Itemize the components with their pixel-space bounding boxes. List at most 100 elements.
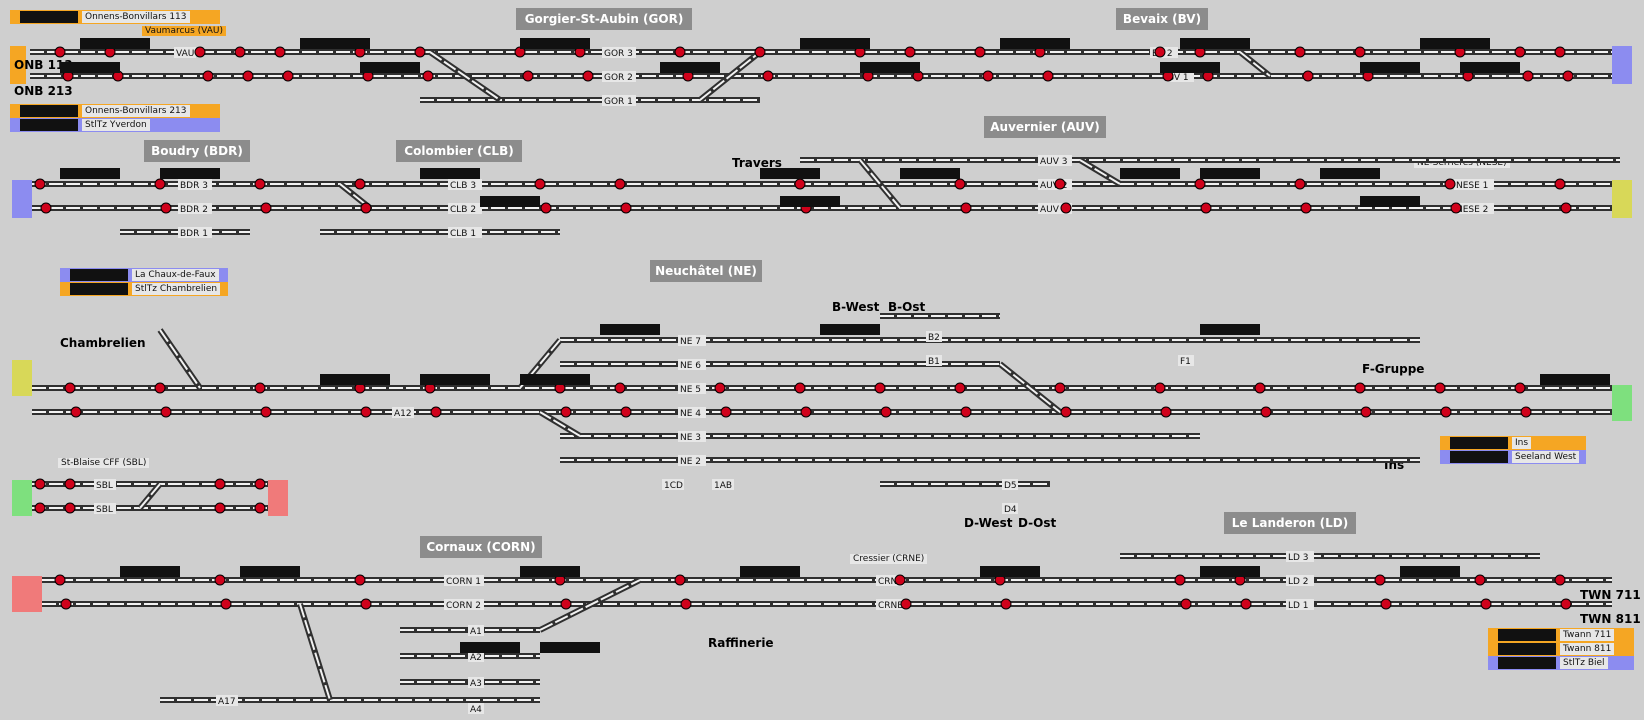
control-block[interactable] — [70, 269, 128, 281]
signal-icon[interactable] — [954, 178, 966, 190]
station-bevaix[interactable]: Bevaix (BV) — [1116, 8, 1208, 30]
signal-icon[interactable] — [154, 382, 166, 394]
signal-icon[interactable] — [614, 178, 626, 190]
signal-icon[interactable] — [1480, 598, 1492, 610]
signal-icon[interactable] — [794, 382, 806, 394]
signal-icon[interactable] — [1194, 178, 1206, 190]
block-display[interactable] — [760, 168, 820, 179]
signal-icon[interactable] — [1060, 202, 1072, 214]
station-boudry[interactable]: Boudry (BDR) — [144, 140, 250, 162]
signal-icon[interactable] — [1380, 598, 1392, 610]
block-display[interactable] — [480, 196, 540, 207]
block-display[interactable] — [1180, 38, 1250, 49]
signal-icon[interactable] — [1440, 406, 1452, 418]
signal-icon[interactable] — [254, 178, 266, 190]
signal-icon[interactable] — [1520, 406, 1532, 418]
control-block[interactable] — [1450, 451, 1508, 463]
signal-icon[interactable] — [1522, 70, 1534, 82]
signal-icon[interactable] — [1560, 202, 1572, 214]
block-display[interactable] — [60, 168, 120, 179]
signal-icon[interactable] — [800, 406, 812, 418]
signal-icon[interactable] — [894, 574, 906, 586]
signal-icon[interactable] — [354, 178, 366, 190]
block-display[interactable] — [120, 566, 180, 577]
signal-icon[interactable] — [880, 406, 892, 418]
signal-icon[interactable] — [1180, 598, 1192, 610]
signal-icon[interactable] — [60, 598, 72, 610]
signal-icon[interactable] — [64, 502, 76, 514]
signal-icon[interactable] — [1354, 46, 1366, 58]
signal-icon[interactable] — [1240, 598, 1252, 610]
signal-icon[interactable] — [220, 598, 232, 610]
signal-icon[interactable] — [522, 70, 534, 82]
control-block[interactable] — [1450, 437, 1508, 449]
signal-icon[interactable] — [34, 178, 46, 190]
signal-icon[interactable] — [1514, 46, 1526, 58]
block-display[interactable] — [360, 62, 420, 73]
block-display[interactable] — [600, 324, 660, 335]
signal-icon[interactable] — [70, 406, 82, 418]
block-display[interactable] — [660, 62, 720, 73]
signal-icon[interactable] — [1174, 574, 1186, 586]
block-display[interactable] — [60, 62, 120, 73]
block-display[interactable] — [300, 38, 370, 49]
signal-icon[interactable] — [974, 46, 986, 58]
block-display[interactable] — [80, 38, 150, 49]
signal-icon[interactable] — [54, 46, 66, 58]
signal-icon[interactable] — [160, 406, 172, 418]
block-display[interactable] — [1360, 196, 1420, 207]
signal-icon[interactable] — [234, 46, 246, 58]
signal-icon[interactable] — [194, 46, 206, 58]
station-landeron[interactable]: Le Landeron (LD) — [1224, 512, 1356, 534]
signal-icon[interactable] — [680, 598, 692, 610]
signal-icon[interactable] — [1560, 598, 1572, 610]
block-display[interactable] — [460, 642, 520, 653]
signal-icon[interactable] — [982, 70, 994, 82]
block-display[interactable] — [800, 38, 870, 49]
control-block[interactable] — [20, 11, 78, 23]
control-block[interactable] — [20, 105, 78, 117]
signal-icon[interactable] — [674, 46, 686, 58]
signal-icon[interactable] — [1200, 202, 1212, 214]
block-display[interactable] — [1200, 324, 1260, 335]
control-block[interactable] — [1498, 643, 1556, 655]
signal-icon[interactable] — [64, 382, 76, 394]
block-display[interactable] — [780, 196, 840, 207]
signal-icon[interactable] — [714, 382, 726, 394]
block-display[interactable] — [420, 168, 480, 179]
signal-icon[interactable] — [1302, 70, 1314, 82]
signal-icon[interactable] — [1000, 598, 1012, 610]
signal-icon[interactable] — [1054, 382, 1066, 394]
signal-icon[interactable] — [1474, 574, 1486, 586]
block-display[interactable] — [1320, 168, 1380, 179]
block-display[interactable] — [420, 374, 490, 385]
block-display[interactable] — [1360, 62, 1420, 73]
signal-icon[interactable] — [754, 46, 766, 58]
signal-icon[interactable] — [360, 406, 372, 418]
signal-icon[interactable] — [1294, 46, 1306, 58]
signal-icon[interactable] — [720, 406, 732, 418]
control-block[interactable] — [1498, 629, 1556, 641]
signal-icon[interactable] — [154, 178, 166, 190]
signal-icon[interactable] — [614, 382, 626, 394]
signal-icon[interactable] — [40, 202, 52, 214]
signal-icon[interactable] — [1294, 178, 1306, 190]
block-display[interactable] — [820, 324, 880, 335]
signal-icon[interactable] — [254, 502, 266, 514]
signal-icon[interactable] — [1254, 382, 1266, 394]
block-display[interactable] — [320, 374, 390, 385]
signal-icon[interactable] — [274, 46, 286, 58]
control-block[interactable] — [1498, 657, 1556, 669]
signal-icon[interactable] — [414, 46, 426, 58]
signal-icon[interactable] — [214, 502, 226, 514]
block-display[interactable] — [1120, 168, 1180, 179]
station-cornaux[interactable]: Cornaux (CORN) — [420, 536, 542, 558]
signal-icon[interactable] — [1354, 382, 1366, 394]
block-display[interactable] — [980, 566, 1040, 577]
signal-icon[interactable] — [354, 574, 366, 586]
signal-icon[interactable] — [874, 382, 886, 394]
signal-icon[interactable] — [360, 598, 372, 610]
block-display[interactable] — [1200, 168, 1260, 179]
control-block[interactable] — [20, 119, 78, 131]
signal-icon[interactable] — [1154, 46, 1166, 58]
